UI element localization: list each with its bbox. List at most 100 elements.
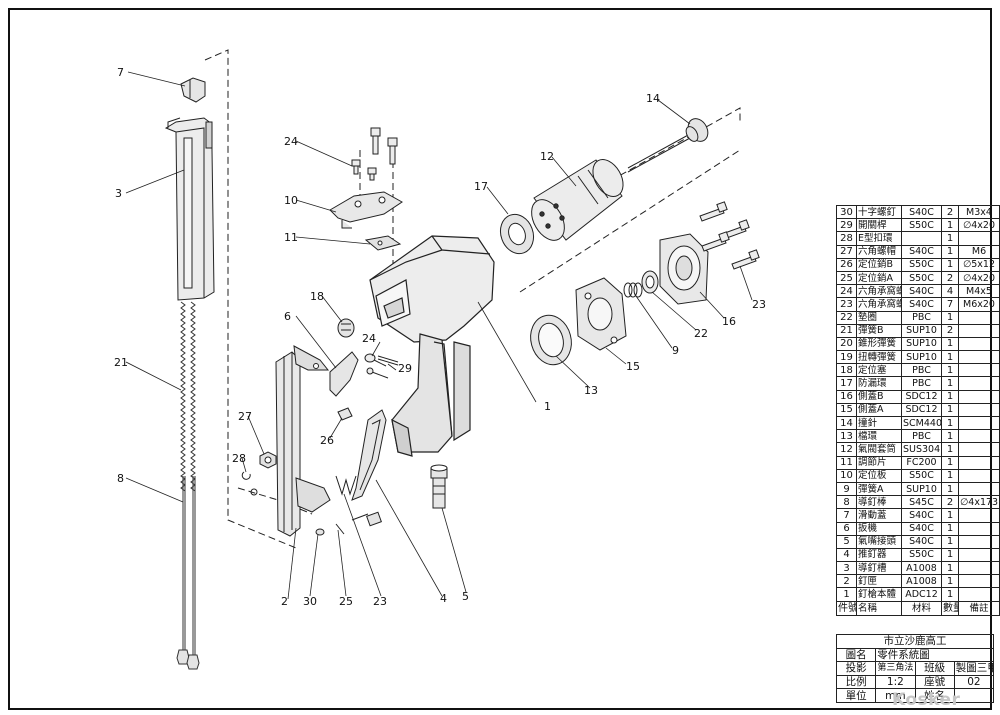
part-14-striker-pin [627,118,709,173]
bom-cell-qty: 1 [941,534,959,549]
bom-cell-qty: 1 [941,376,959,391]
part-8-guide-rods [176,476,200,670]
callout-6: 6 [284,310,291,323]
bom-cell-name: 防漏環 [856,376,902,391]
callout-4: 4 [440,592,447,605]
bom-cell-material: SUP10 [901,323,942,338]
callout-17: 17 [474,180,488,193]
bom-cell-qty: 1 [941,402,959,418]
part-23-bolt-lower [351,511,382,527]
scale-label: 比例 [835,674,877,690]
bom-cell-material: S50C [901,547,942,563]
bom-cell-name: E型扣環 [856,231,902,246]
bom-cell-no: 23 [836,297,857,312]
part-22-washer [641,270,659,294]
bom-cell-no: 4 [836,547,857,563]
bom-cell-qty: 1 [941,481,959,497]
part-torsion-spring [335,475,357,496]
bom-cell-name: 彈簧A [856,481,902,497]
bom-cell-name: 錐形彈簧 [856,336,902,352]
callout-13: 13 [584,384,598,397]
bom-cell-name: 十字螺釘 [856,204,902,220]
bom-cell-material: SUP10 [901,350,942,365]
bom-row: 23六角承窩螺栓S40C7M6x20 [836,297,1000,312]
bom-cell-material: S50C [901,468,942,483]
bom-header-note: 備註 [958,600,1000,616]
bom-cell-name: 開關桿 [856,218,902,233]
bom-cell-material: S40C [901,534,942,549]
bom-cell-qty: 1 [941,468,959,483]
bom-cell-qty: 7 [941,297,959,312]
bom-cell-no: 10 [836,468,857,483]
bom-cell-material: A1008 [901,561,942,576]
bom-cell-name: 定位板 [856,468,902,483]
bom-cell-qty: 1 [941,350,959,365]
bom-cell-no: 30 [836,204,857,220]
part-7-slide-cover [180,77,206,103]
callout-labels: 7 3 21 8 2 30 25 23 4 5 1 13 15 9 22 16 … [114,66,766,608]
bom-cell-name: 調節片 [856,455,902,470]
bom-header-qty: 數量 [941,600,959,616]
bom-cell-qty: 2 [941,495,959,510]
bom-cell-material: S40C [901,204,942,220]
bom-cell-note [958,574,1000,589]
bom-cell-no: 18 [836,363,857,378]
bom-cell-no: 27 [836,244,857,259]
bom-cell-note [958,323,1000,338]
callout-14: 14 [646,92,660,105]
bom-cell-name: 氣嘴接頭 [856,534,902,549]
bom-cell-name: 彈簧B [856,323,902,338]
bom-header-row: 件號名稱材料數量備註 [836,600,1000,616]
bom-cell-name: 側蓋B [856,389,902,404]
bom-cell-no: 28 [836,231,857,246]
bom-cell-name: 定位銷A [856,270,902,286]
bom-cell-material: SUS304 [901,442,942,457]
bom-cell-no: 8 [836,495,857,510]
bom-cell-note: ∅4x20 [958,218,1000,233]
bom-cell-name: 釘匣 [856,574,902,589]
bom-cell-note: M6 [958,244,1000,259]
part-30-screw [315,528,325,536]
school-name: 市立沙鹿高工 [836,634,994,649]
bom-cell-note [958,442,1000,457]
bom-cell-qty: 2 [941,270,959,286]
bom-cell-qty: 1 [941,574,959,589]
bom-cell-material: ADC12 [901,587,942,602]
callout-5: 5 [462,590,469,603]
bom-cell-material: S40C [901,284,942,299]
part-25-pin [335,523,345,535]
seat-label: 座號 [914,674,955,690]
bom-cell-material [901,231,942,246]
bom-cell-no: 20 [836,336,857,352]
part-3-nail-rail [164,117,215,301]
bom-cell-no: 29 [836,218,857,233]
bom-cell-note: M6x20 [958,297,1000,312]
bom-cell-no: 24 [836,284,857,299]
bom-cell-name: 墊圈 [856,310,902,325]
class-label: 班級 [914,661,955,676]
bom-cell-no: 19 [836,350,857,365]
bom-cell-material: FC200 [901,455,942,470]
bom-cell-name: 扳機 [856,521,902,536]
bom-cell-qty: 1 [941,442,959,457]
bom-cell-name: 釘槍本體 [856,587,902,602]
bom-cell-qty: 1 [941,231,959,246]
bom-cell-note [958,481,1000,497]
bom-cell-material: PBC [901,429,942,444]
drawing-name: 零件系統圖 [875,647,994,663]
bom-cell-no: 12 [836,442,857,457]
